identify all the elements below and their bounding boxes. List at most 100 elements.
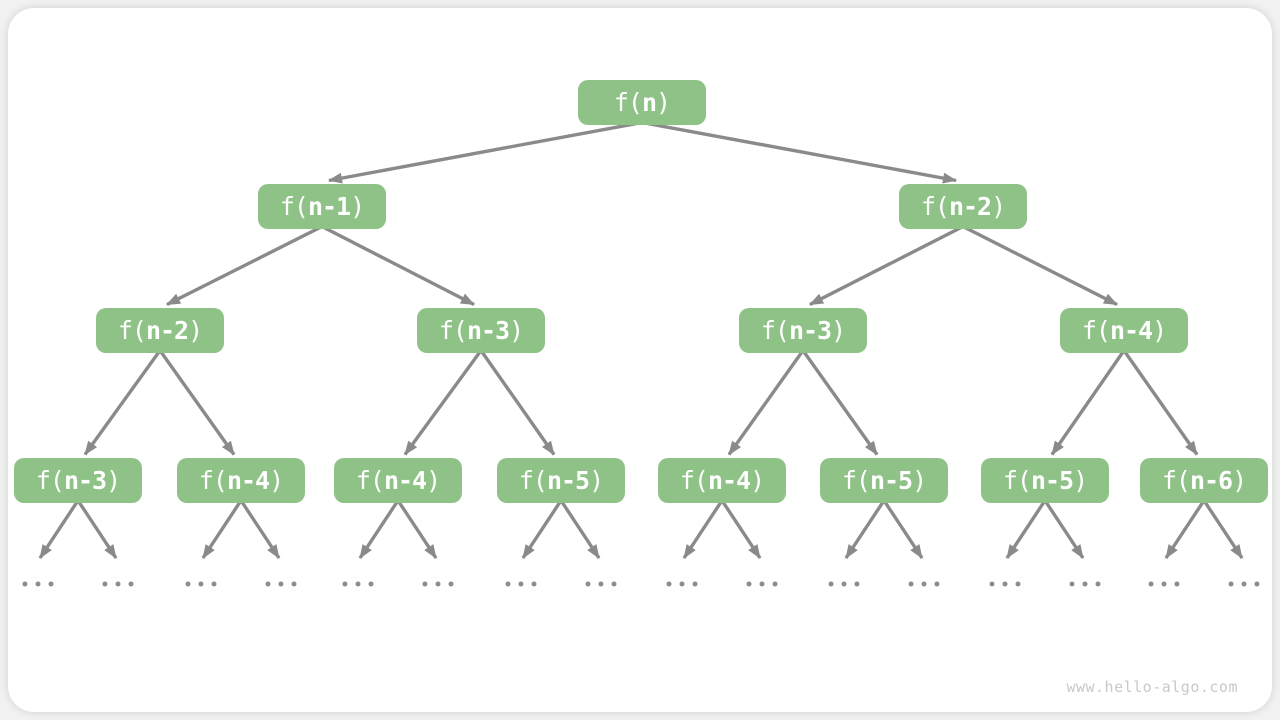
ellipsis-dot [598, 581, 604, 587]
ellipsis-dot [518, 581, 524, 587]
tree-node: f(n-2) [899, 183, 1027, 229]
ellipsis-dot [448, 581, 454, 587]
ellipsis-dot [1148, 581, 1154, 587]
tree-node: f(n-4) [177, 457, 305, 503]
node-label-post: ) [656, 87, 671, 117]
ellipsis-dot [772, 581, 778, 587]
node-label-pre: f( [279, 191, 309, 221]
tree-node: f(n-4) [658, 457, 786, 503]
ellipsis-dot [1228, 581, 1234, 587]
ellipsis-dot [679, 581, 685, 587]
node-label-pre: f( [841, 465, 871, 495]
node-label-arg: n-3 [788, 315, 832, 345]
ellipsis-dot [841, 581, 847, 587]
ellipsis [585, 581, 617, 587]
ellipsis [828, 581, 860, 587]
node-label-arg: n-4 [1109, 315, 1153, 345]
node-label-pre: f( [1161, 465, 1191, 495]
node-label-post: ) [426, 465, 441, 495]
node-label-pre: f( [117, 315, 147, 345]
ellipsis-dot [746, 581, 752, 587]
ellipsis [185, 581, 217, 587]
tree-node: f(n-3) [739, 307, 867, 353]
node-label-post: ) [1073, 465, 1088, 495]
node-label-arg: n-5 [546, 465, 590, 495]
node-label-post: ) [831, 315, 846, 345]
ellipsis-dot [211, 581, 217, 587]
node-label-post: ) [1232, 465, 1247, 495]
ellipsis-dot [759, 581, 765, 587]
ellipsis [666, 581, 698, 587]
node-label-post: ) [106, 465, 121, 495]
ellipsis-dot [422, 581, 428, 587]
ellipsis [265, 581, 297, 587]
node-label-post: ) [188, 315, 203, 345]
ellipsis-dot [265, 581, 271, 587]
tree-node: f(n-4) [334, 457, 462, 503]
ellipsis-dot [1002, 581, 1008, 587]
ellipsis [22, 581, 54, 587]
node-label-post: ) [1152, 315, 1167, 345]
node-label-arg: n-5 [869, 465, 913, 495]
ellipsis [422, 581, 454, 587]
node-label-arg: n-2 [145, 315, 189, 345]
ellipsis-dot [692, 581, 698, 587]
ellipsis-dot [1015, 581, 1021, 587]
tree-node: f(n-4) [1060, 307, 1188, 353]
ellipsis [102, 581, 134, 587]
ellipsis-dot [934, 581, 940, 587]
node-label-arg: n-6 [1189, 465, 1233, 495]
ellipsis-dot [854, 581, 860, 587]
ellipsis-dot [35, 581, 41, 587]
ellipsis [1069, 581, 1101, 587]
ellipsis-dot [585, 581, 591, 587]
node-label-pre: f( [438, 315, 468, 345]
ellipsis-dot [48, 581, 54, 587]
node-label-post: ) [269, 465, 284, 495]
ellipsis-dot [435, 581, 441, 587]
ellipsis-dot [1241, 581, 1247, 587]
ellipsis-dot [368, 581, 374, 587]
ellipsis-dot [102, 581, 108, 587]
tree-node: f(n-5) [981, 457, 1109, 503]
node-label-pre: f( [198, 465, 228, 495]
tree-node: f(n-5) [497, 457, 625, 503]
node-label-post: ) [750, 465, 765, 495]
ellipsis [1148, 581, 1180, 587]
node-label-pre: f( [920, 191, 950, 221]
ellipsis-dot [1254, 581, 1260, 587]
node-label-post: ) [350, 191, 365, 221]
ellipsis [342, 581, 374, 587]
ellipsis-dot [989, 581, 995, 587]
ellipsis [989, 581, 1021, 587]
node-label-pre: f( [1081, 315, 1111, 345]
tree-node: f(n-1) [258, 183, 386, 229]
ellipsis-dot [1095, 581, 1101, 587]
tree-node: f(n) [578, 79, 706, 125]
ellipsis-dot [611, 581, 617, 587]
node-label-arg: n-4 [226, 465, 270, 495]
ellipsis-dot [115, 581, 121, 587]
ellipsis-dot [921, 581, 927, 587]
node-label-arg: n-2 [948, 191, 992, 221]
node-label-post: ) [991, 191, 1006, 221]
node-label-arg: n [641, 87, 657, 117]
node-label-arg: n-3 [466, 315, 510, 345]
node-label-post: ) [589, 465, 604, 495]
tree-node: f(n-5) [820, 457, 948, 503]
ellipsis-dot [22, 581, 28, 587]
node-label-post: ) [912, 465, 927, 495]
tree-node: f(n-2) [96, 307, 224, 353]
node-label-pre: f( [613, 87, 643, 117]
ellipsis-dot [128, 581, 134, 587]
ellipsis-dot [531, 581, 537, 587]
ellipsis-dot [355, 581, 361, 587]
ellipsis-dot [1161, 581, 1167, 587]
ellipsis [908, 581, 940, 587]
node-label-pre: f( [760, 315, 790, 345]
tree-node: f(n-3) [14, 457, 142, 503]
node-label-arg: n-3 [63, 465, 107, 495]
node-label-arg: n-4 [707, 465, 751, 495]
ellipsis-dot [198, 581, 204, 587]
